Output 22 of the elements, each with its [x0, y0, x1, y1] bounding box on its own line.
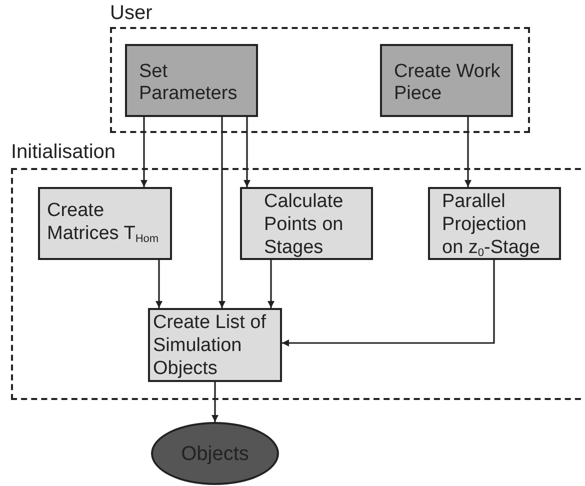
node-text: Create Matrices T$_{Hom}$ [47, 199, 160, 245]
arrow [156, 260, 162, 308]
arrow [218, 117, 226, 308]
node-text: Calculate Points on Stages [264, 190, 344, 259]
group-label: Initialisation [11, 141, 116, 163]
arrow [212, 382, 218, 422]
process-box [240, 187, 373, 260]
arrow [268, 260, 274, 308]
node-text: Create List of Simulation Objects [153, 311, 267, 380]
node-text: Set Parameters [139, 61, 238, 105]
process-box [380, 44, 513, 117]
node-text: Parallel Projection on z$_{0}$-Stage [442, 190, 541, 259]
arrow [464, 117, 472, 187]
arrow [140, 117, 148, 187]
process-box [428, 187, 561, 260]
process-box [125, 44, 258, 117]
arrow [282, 260, 495, 346]
process-box [148, 308, 282, 382]
process-box [38, 187, 172, 260]
node-text: Create Work Piece [394, 61, 502, 105]
arrow [244, 117, 250, 187]
group-label: User [110, 2, 152, 24]
